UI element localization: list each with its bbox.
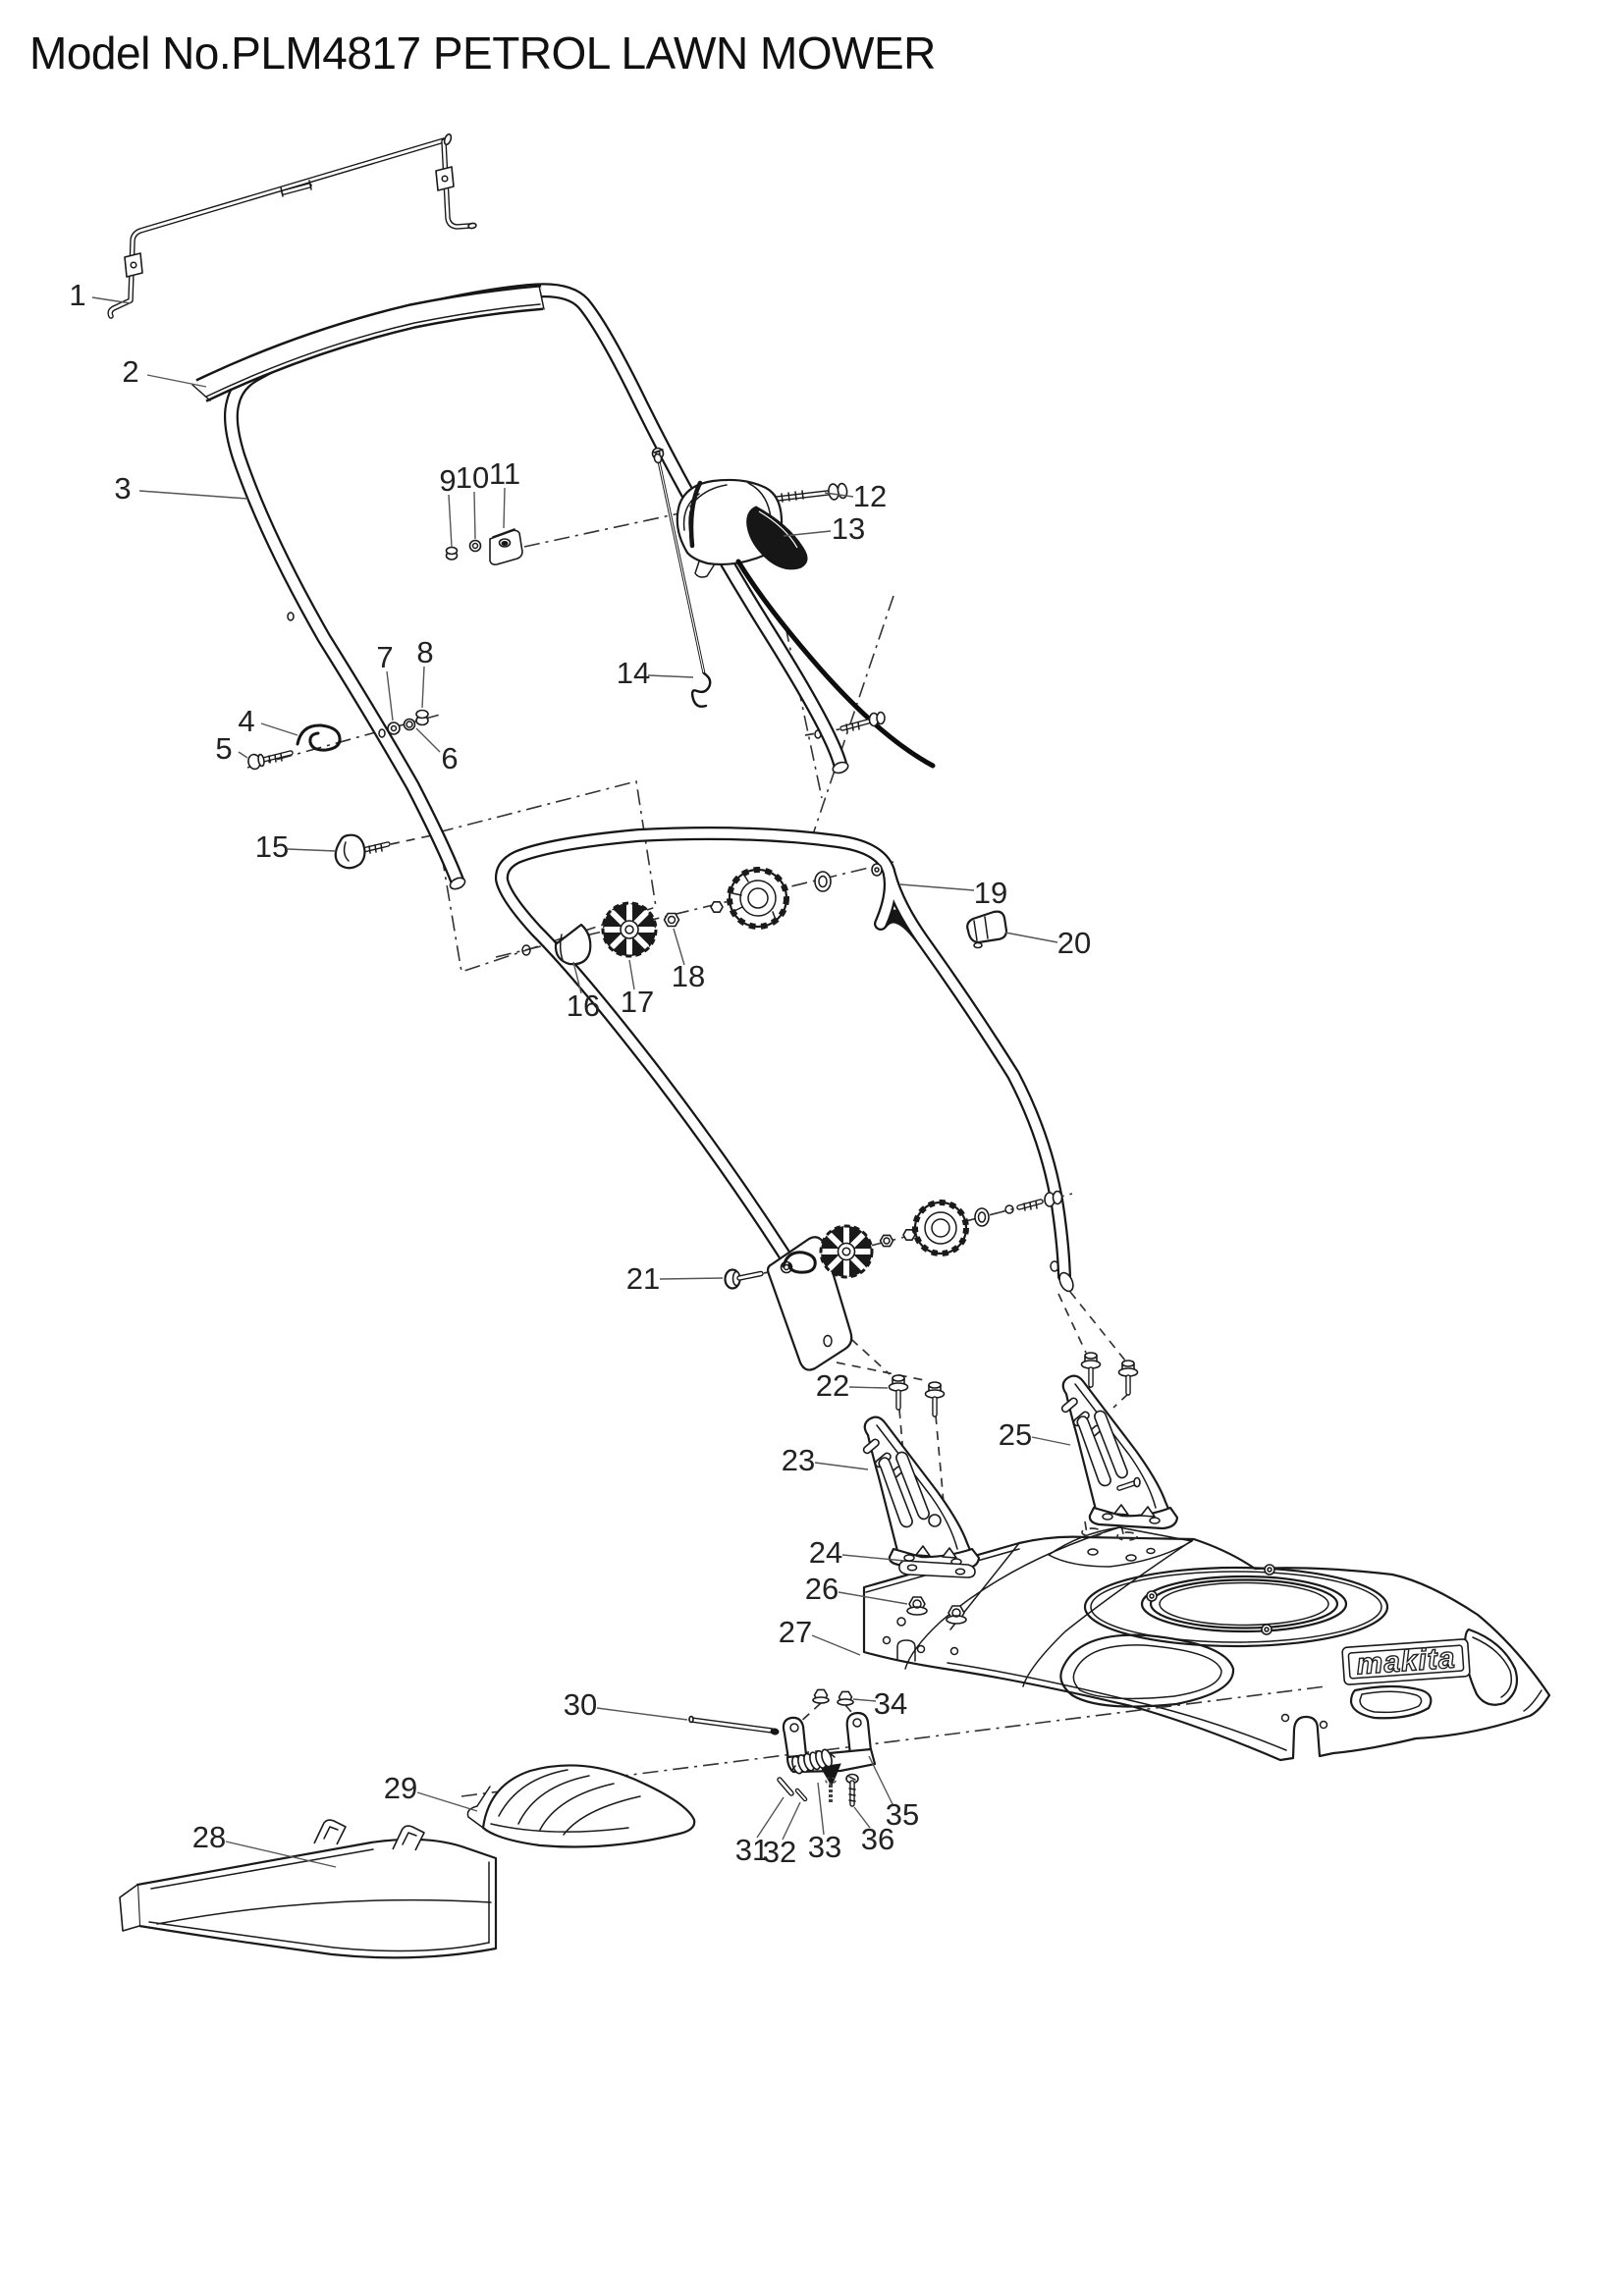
part-29-mulching-wedge (466, 1764, 696, 1848)
callout-7: 7 (376, 640, 393, 674)
callout-19: 19 (974, 876, 1007, 910)
callout-leaders (91, 296, 1071, 1868)
part-27-deck-housing: makita (862, 1526, 1551, 1762)
part-24-plate-washer (898, 1560, 976, 1578)
callout-34: 34 (874, 1686, 907, 1721)
callout-13: 13 (832, 511, 865, 546)
deck-brand-badge: makita (1341, 1638, 1471, 1685)
page-title: Model No.PLM4817 PETROL LAWN MOWER (29, 27, 936, 79)
callout-9: 9 (439, 463, 456, 498)
part-7-washer (387, 721, 401, 735)
callout-numbers: 1 2 3 4 5 6 7 8 9 10 11 12 13 14 15 16 1… (69, 278, 1091, 1869)
callout-31: 31 (735, 1833, 769, 1867)
callout-15: 15 (255, 829, 289, 864)
callout-6: 6 (441, 741, 458, 775)
handle-mount-bolt (839, 711, 886, 732)
callout-18: 18 (672, 959, 705, 993)
part-18-nut (663, 912, 680, 928)
callout-14: 14 (617, 656, 650, 690)
part-15-wing-bolt (334, 833, 391, 870)
part-16-cone-cap (554, 923, 592, 966)
callout-4: 4 (238, 704, 254, 738)
deck-badge-text: makita (1355, 1642, 1456, 1682)
part-30-link-rod (688, 1715, 780, 1735)
callout-32: 32 (763, 1835, 796, 1869)
bolt-22a (888, 1374, 909, 1411)
part-2-handle-grip (191, 285, 545, 402)
callout-25: 25 (999, 1417, 1032, 1452)
toothed-clamp-knob-lower (912, 1200, 969, 1256)
part-13-throttle-lever (676, 478, 808, 578)
part-4-cable-clip (296, 723, 342, 752)
callout-23: 23 (782, 1443, 815, 1477)
callout-24: 24 (809, 1535, 842, 1570)
bolt-25a (1080, 1352, 1102, 1388)
toothed-clamp-knob-upper (727, 867, 789, 930)
part-9-nut (445, 546, 459, 561)
callout-33: 33 (808, 1830, 841, 1864)
cap-nut-lower (974, 1207, 990, 1227)
part-1-bail-bar (107, 133, 477, 319)
part-25-handle-bracket-right (1060, 1374, 1179, 1541)
part-26-flange-nuts (906, 1596, 967, 1625)
part-21-bolt (724, 1268, 764, 1290)
callout-1: 1 (69, 278, 85, 312)
callout-28: 28 (192, 1820, 226, 1854)
part-32-pin (794, 1788, 808, 1802)
callout-17: 17 (621, 985, 654, 1019)
bolt-25b (1117, 1360, 1139, 1396)
callout-11: 11 (489, 456, 520, 491)
callout-26: 26 (805, 1572, 839, 1606)
callout-16: 16 (567, 988, 600, 1023)
callout-22: 22 (816, 1368, 849, 1403)
clamp-knob-lower (819, 1224, 874, 1279)
part-22-bolts (888, 1352, 1139, 1417)
callout-21: 21 (626, 1261, 660, 1296)
callout-36: 36 (861, 1822, 894, 1856)
part-31-pin (777, 1777, 794, 1796)
nuts-lower-axis (879, 1229, 916, 1248)
callout-5: 5 (215, 731, 232, 766)
callout-3: 3 (114, 471, 131, 506)
part-10-washer (468, 539, 482, 553)
part-23-handle-bracket-left (862, 1415, 981, 1571)
part-11-cable-clamp (489, 528, 523, 565)
part-28-rear-cover (119, 1819, 498, 1959)
callout-2: 2 (122, 354, 138, 389)
callout-35: 35 (886, 1797, 919, 1832)
part-36-screws (825, 1773, 859, 1807)
callout-12: 12 (853, 479, 887, 513)
clamp-bolt-small (710, 900, 724, 914)
bolt-22b (924, 1381, 946, 1417)
part-8-cap-nut (415, 709, 429, 726)
callout-20: 20 (1057, 926, 1091, 960)
callout-10: 10 (456, 460, 489, 495)
bolt-lower-axis (1016, 1190, 1063, 1211)
part-12-bolt (766, 482, 848, 504)
part-34-nuts (812, 1688, 854, 1706)
callout-27: 27 (779, 1615, 812, 1649)
callout-29: 29 (384, 1771, 417, 1805)
part-20-cable-clip (966, 910, 1008, 949)
callout-8: 8 (416, 635, 433, 669)
cap-nut-upper (814, 871, 832, 892)
part-33-spring (790, 1748, 836, 1775)
part-5-bolt (247, 750, 294, 771)
callout-30: 30 (564, 1687, 597, 1722)
part-17-clamp-knob (601, 901, 658, 958)
part-14-throttle-cable (653, 449, 936, 769)
part-6-nut (403, 718, 416, 731)
wire-clip-lower (782, 1251, 817, 1274)
